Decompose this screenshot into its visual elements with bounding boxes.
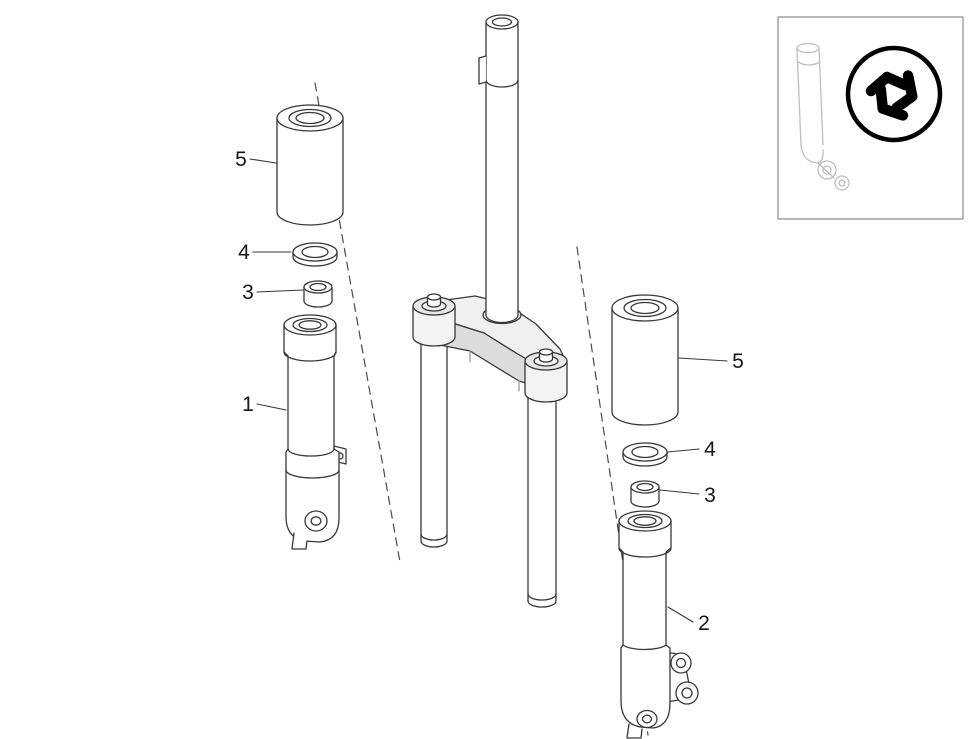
inset-detail-box	[777, 16, 964, 220]
part1-body	[283, 324, 340, 543]
callout-part5-left: 5	[235, 148, 277, 171]
part2-right-fork-leg	[618, 510, 699, 739]
right-inner-tube-body	[527, 387, 557, 608]
part4-right-seal-ring	[622, 442, 668, 467]
clamp-left-boss	[412, 293, 456, 347]
part5-left-body	[276, 117, 344, 226]
emblem-circle	[845, 45, 943, 143]
part5-right-body	[611, 307, 679, 426]
part2-bracket-lower-hole	[681, 687, 693, 699]
leader-part3-right	[659, 489, 700, 495]
stem-body	[485, 21, 519, 324]
part4-left-inner-hole	[301, 245, 329, 259]
label-part5-left: 5	[235, 148, 247, 171]
callout-part2-right: 2	[667, 606, 710, 635]
left-boss-bolt	[426, 293, 442, 308]
thumb-fork-lower-leg	[800, 144, 824, 164]
thumb-fork-left-side	[796, 47, 802, 146]
leader-part3-left	[256, 289, 304, 293]
part1-axle-hole	[310, 516, 322, 526]
right-parts-column	[611, 294, 699, 739]
leader-part4-right	[667, 448, 700, 453]
label-part5-right: 5	[732, 350, 744, 373]
steering-stem-tube	[478, 14, 519, 324]
leader-part5-left	[249, 158, 277, 164]
right-inner-fork-tube	[527, 387, 557, 608]
part3-left-bushing	[303, 280, 333, 308]
part5-left-bore-hole	[295, 111, 325, 125]
callout-part4-right: 4	[667, 438, 716, 461]
stem-side-tab	[478, 55, 487, 85]
label-part3-right: 3	[704, 484, 716, 507]
part1-left-fork-leg	[283, 314, 347, 550]
leader-part5-right	[678, 357, 728, 362]
part3-right-bore-hole	[636, 482, 654, 492]
part1-casting-feature-line	[285, 469, 340, 479]
part2-bore-hole	[633, 516, 657, 526]
part5-right-cover-sleeve	[611, 294, 679, 426]
thumb-bracket-hole-1	[822, 165, 832, 175]
callout-part4-left: 4	[238, 241, 292, 264]
part2-collar-joint-line	[618, 547, 672, 558]
trefoil-knot-logo-icon	[865, 70, 918, 121]
stem-top-bore	[491, 17, 513, 27]
part2-body	[618, 520, 672, 729]
clamp-right-boss	[524, 348, 568, 403]
part2-bottom-foot	[626, 723, 643, 739]
right-inner-tube-joint-line	[527, 593, 557, 601]
leader-part1-left	[256, 403, 287, 411]
callout-part5-right: 5	[678, 350, 744, 373]
knot-segment-3	[875, 83, 909, 121]
central-fork-assembly	[412, 14, 568, 608]
left-inner-tube-joint-line	[420, 533, 448, 541]
right-boss-bolt	[538, 348, 554, 363]
bridge-detail-lines	[469, 350, 520, 392]
part2-casting-joint-line	[622, 644, 667, 651]
part1-bore-hole	[298, 320, 322, 330]
part1-collar-joint-line	[283, 351, 337, 362]
inset-fork-thumbnail	[796, 42, 850, 191]
part4-left-seal-ring	[292, 242, 338, 267]
left-inner-fork-tube	[420, 329, 448, 548]
thumb-fork-bracket-arm	[817, 162, 835, 179]
left-bolt-head	[426, 293, 442, 301]
callout-part3-left: 3	[242, 281, 304, 304]
left-parts-column	[276, 104, 347, 550]
part5-right-bore-hole	[630, 301, 660, 315]
right-boss-body	[524, 360, 568, 403]
left-inner-tube-body	[420, 329, 448, 548]
part1-casting-joint-line	[287, 448, 335, 457]
part3-left-bore-hole	[309, 282, 327, 292]
label-part3-left: 3	[242, 281, 254, 304]
thumb-fork-collar-line	[797, 61, 821, 66]
leader-part2-right	[667, 606, 694, 623]
part4-right-inner-hole	[631, 445, 659, 459]
part1-bottom-foot	[291, 532, 308, 550]
knot-segment-2	[891, 70, 918, 114]
label-part2-right: 2	[698, 612, 710, 635]
left-boss-body	[412, 305, 456, 347]
stem-joint-line	[485, 79, 519, 88]
part2-bracket-upper-hole	[675, 657, 687, 669]
callouts: 5 4 3 1 5 4 3 2	[235, 148, 744, 635]
thumb-bracket-hole-2	[838, 179, 846, 187]
right-bolt-head	[538, 348, 554, 356]
part5-left-cover-sleeve	[276, 104, 344, 226]
label-part1-left: 1	[242, 393, 254, 416]
callout-part3-right: 3	[659, 484, 716, 507]
thumb-bracket-boss-1	[817, 160, 837, 180]
left-assembly-axis-line	[314, 82, 401, 563]
assembly-axis-lines	[314, 82, 649, 736]
callout-part1-left: 1	[242, 393, 287, 416]
thumb-bracket-boss-2	[834, 175, 850, 191]
label-part4-right: 4	[704, 438, 716, 461]
thumb-fork-right-side	[818, 47, 824, 146]
label-part4-left: 4	[238, 241, 250, 264]
part3-right-bushing	[630, 480, 660, 508]
part2-axle-hole	[641, 714, 653, 724]
inset-emblem	[845, 45, 943, 143]
